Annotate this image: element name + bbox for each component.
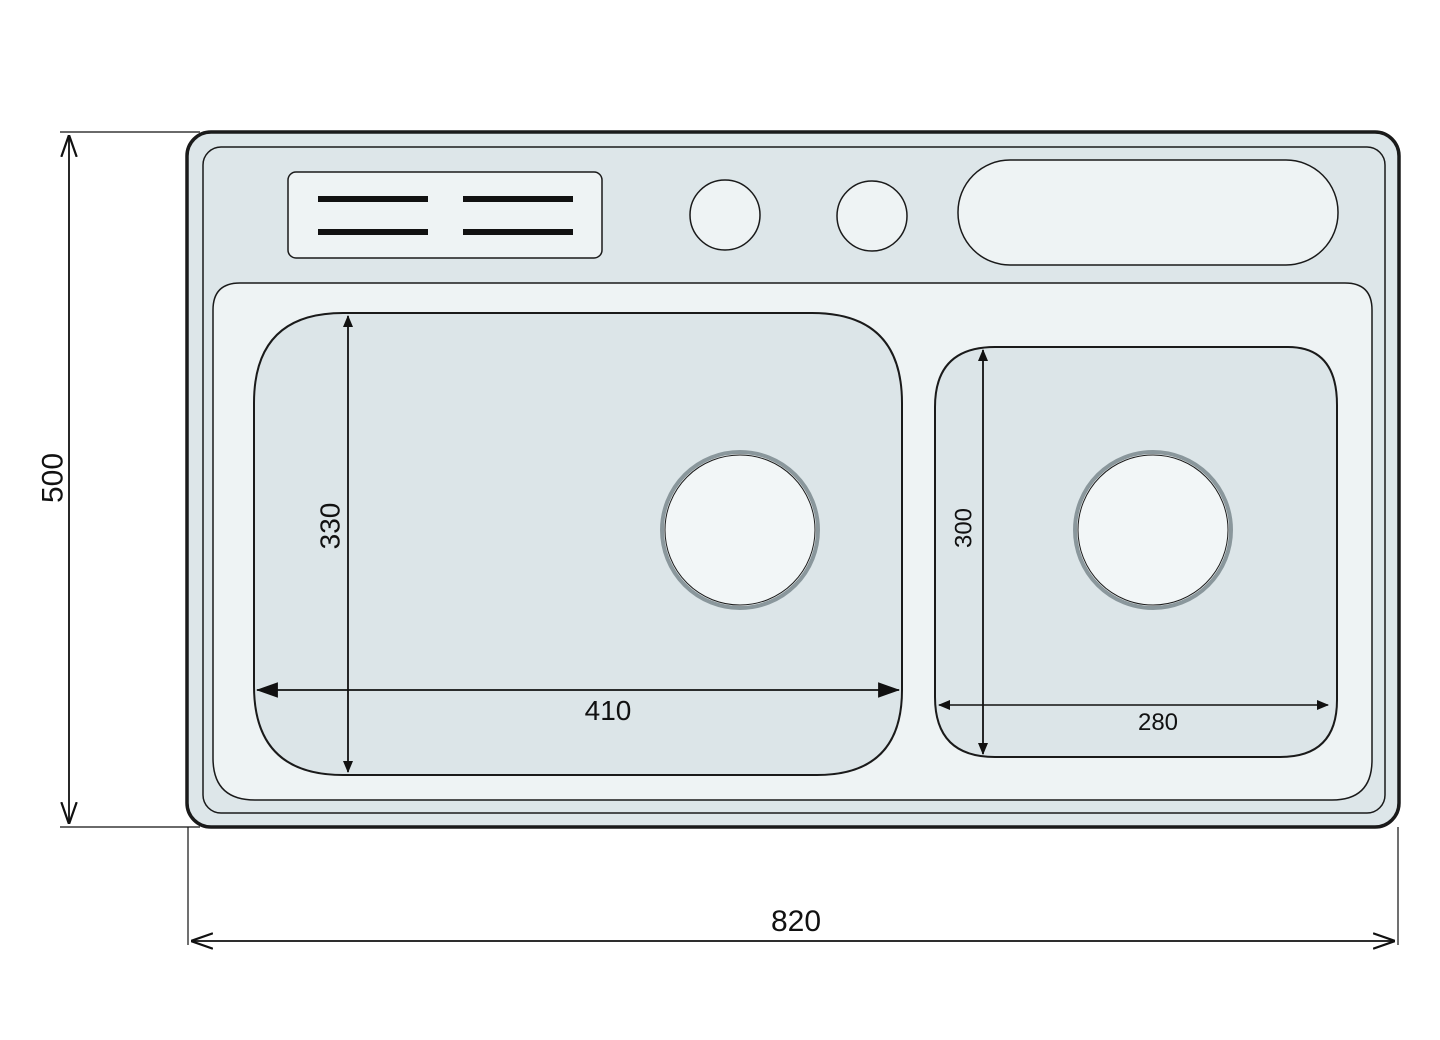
large-bowl xyxy=(253,312,903,776)
sink-inner-rim xyxy=(202,146,1386,814)
large-bowl-drain xyxy=(660,450,820,610)
small-bowl-height-label: 300 xyxy=(951,508,978,548)
large-bowl-height-label: 330 xyxy=(315,503,346,550)
small-bowl-width-label: 280 xyxy=(1138,709,1178,736)
large-bowl-width-label: 410 xyxy=(585,695,632,726)
overall-width-label: 820 xyxy=(771,905,821,938)
small-bowl-drain xyxy=(1073,450,1233,610)
overall-height-label: 500 xyxy=(37,453,70,503)
soap-tray xyxy=(287,171,603,259)
tray-slots xyxy=(318,196,573,235)
faucet-hole-right xyxy=(836,180,908,252)
faucet-hole-left xyxy=(689,179,761,251)
extension-lines xyxy=(60,131,1399,945)
utility-slot xyxy=(957,159,1339,266)
